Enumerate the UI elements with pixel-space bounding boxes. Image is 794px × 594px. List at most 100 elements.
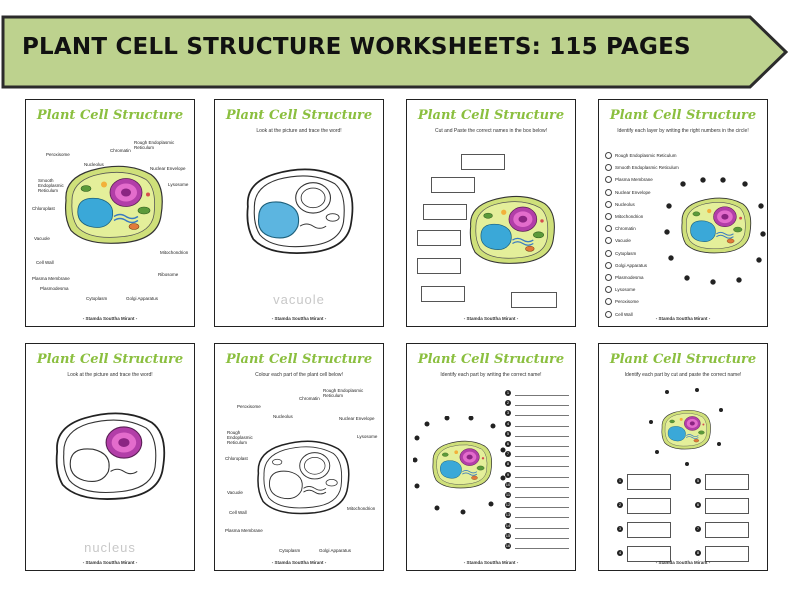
label-rough-er-2: Rough Endoplasmic Reticulum xyxy=(227,430,253,445)
trace-word: vacuole xyxy=(273,292,325,307)
list-item: Smooth Endoplasmic Reticulum xyxy=(615,165,679,171)
answer-line[interactable] xyxy=(515,507,569,509)
worksheet-trace-nucleus: Plant Cell Structure Look at the picture… xyxy=(25,343,195,571)
label-pointer-dots xyxy=(664,177,766,285)
list-item: Cell Wall xyxy=(615,311,633,317)
number-badge: 15 xyxy=(505,532,511,539)
label-nuclear-envelope: Nuclear Envelope xyxy=(339,416,375,421)
list-item: Cytoplasm xyxy=(615,250,637,256)
sheet-instructions: Cut and Paste the correct names in the b… xyxy=(434,128,547,134)
answer-circle[interactable] xyxy=(605,274,612,281)
answer-line[interactable] xyxy=(515,517,569,519)
answer-circle[interactable] xyxy=(605,200,612,208)
sheet-footer: - Stamda Souttha Mirant - xyxy=(271,560,327,565)
answer-line[interactable] xyxy=(515,456,569,458)
label-pointer-dots xyxy=(413,416,506,515)
number-badge: 9 xyxy=(505,471,511,478)
answer-circle[interactable] xyxy=(605,237,612,245)
answer-box[interactable] xyxy=(705,546,749,562)
label-vacuole: Vacuole xyxy=(227,490,243,495)
number-badge: 3 xyxy=(617,526,623,532)
sheet-instructions: Look at the picture and trace the word! xyxy=(67,372,153,378)
label-golgi: Golgi Apparatus xyxy=(126,296,159,301)
plant-cell-diagram xyxy=(246,168,354,254)
worksheet-labeled-colour: Plant Cell Structure Peroxisome Nucleolu… xyxy=(25,99,195,327)
label-lysosome: Lysosome xyxy=(168,182,189,187)
answer-box[interactable] xyxy=(627,546,671,562)
number-badge: 6 xyxy=(695,502,701,508)
answer-box[interactable] xyxy=(431,177,475,193)
number-badge: 5 xyxy=(695,478,701,484)
answer-line[interactable] xyxy=(515,548,569,549)
answer-circle[interactable] xyxy=(605,298,612,306)
number-badge: 11 xyxy=(505,492,511,498)
answer-circle[interactable] xyxy=(605,225,612,233)
list-item: Mitochondrion xyxy=(615,214,644,219)
answer-box[interactable] xyxy=(417,230,461,246)
answer-box[interactable] xyxy=(511,292,557,308)
plant-cell-diagram xyxy=(55,412,166,500)
answer-circle[interactable] xyxy=(605,213,612,220)
list-item: Rough Endoplasmic Reticulum xyxy=(615,153,677,158)
answer-line[interactable] xyxy=(515,425,569,427)
label-plasma-membrane: Plasma Membrane xyxy=(32,276,70,281)
label-pointer-dots xyxy=(649,388,723,466)
number-badge: 16 xyxy=(505,543,511,549)
answer-circle[interactable] xyxy=(605,249,612,257)
sheet-title: Plant Cell Structure xyxy=(225,108,373,123)
sheet-instructions: Identify each part by cut and paste the … xyxy=(624,372,742,378)
answer-box[interactable] xyxy=(627,474,671,490)
answer-circle[interactable] xyxy=(605,261,612,269)
sheet-title: Plant Cell Structure xyxy=(609,352,757,367)
answer-circle[interactable] xyxy=(605,188,612,196)
label-cell-wall: Cell Wall xyxy=(36,260,54,265)
worksheet-write-names: Plant Cell Structure Identify each part … xyxy=(406,343,576,571)
label-lysosome: Lysosome xyxy=(357,434,378,439)
answer-box[interactable] xyxy=(705,522,749,538)
sheet-footer: - Stamda Souttha Mirant - xyxy=(463,316,519,321)
sheet-instructions: Identify each layer by writing the right… xyxy=(617,128,749,134)
label-nuclear-envelope: Nuclear Envelope xyxy=(150,166,186,171)
answer-box[interactable] xyxy=(423,204,467,220)
label-chromatin: Chromatin xyxy=(299,396,320,401)
number-badge: 13 xyxy=(505,512,511,519)
answer-line[interactable] xyxy=(515,435,569,437)
label-rough-er: Rough Endoplasmic Reticulum xyxy=(323,388,364,398)
answer-line[interactable] xyxy=(515,486,569,488)
answer-circle[interactable] xyxy=(605,286,612,294)
answer-line[interactable] xyxy=(515,405,569,407)
answer-line[interactable] xyxy=(515,476,569,478)
answer-line[interactable] xyxy=(515,446,569,447)
answer-box[interactable] xyxy=(417,258,461,274)
answer-line[interactable] xyxy=(515,497,569,498)
answer-line[interactable] xyxy=(515,537,569,539)
plant-cell-diagram xyxy=(64,165,163,245)
answer-box[interactable] xyxy=(627,498,671,514)
answer-box[interactable] xyxy=(627,522,671,538)
answer-line[interactable] xyxy=(515,415,569,417)
worksheet-cut-paste: Plant Cell Structure Cut and Paste the c… xyxy=(406,99,576,327)
answer-line[interactable] xyxy=(515,395,569,396)
answer-circle[interactable] xyxy=(605,164,612,172)
sheet-instructions: Identify each part by writing the correc… xyxy=(440,372,542,378)
label-mitochondrion: Mitochondrion xyxy=(347,506,376,511)
label-ribosome: Ribosome xyxy=(158,272,179,277)
answer-line[interactable] xyxy=(515,527,569,529)
answer-line[interactable] xyxy=(515,466,569,468)
answer-circle[interactable] xyxy=(605,310,612,318)
number-badge: 6 xyxy=(505,441,511,447)
answer-box[interactable] xyxy=(705,498,749,514)
number-badge: 4 xyxy=(505,420,511,427)
answer-circle[interactable] xyxy=(605,176,612,184)
list-item: Lysosome xyxy=(615,287,636,293)
answer-box[interactable] xyxy=(705,474,749,490)
number-badge: 7 xyxy=(695,526,701,532)
answer-box[interactable] xyxy=(421,286,465,302)
worksheet-cut-paste-numbered: Plant Cell Structure Identify each part … xyxy=(598,343,768,571)
list-item: Golgi Apparatus xyxy=(615,262,648,268)
label-cytoplasm: Cytoplasm xyxy=(279,548,301,553)
label-golgi: Golgi Apparatus xyxy=(319,548,352,553)
answer-circle[interactable] xyxy=(605,152,612,159)
sheet-footer: - Stamda Souttha Mirant - xyxy=(655,560,711,565)
answer-box[interactable] xyxy=(461,154,505,170)
